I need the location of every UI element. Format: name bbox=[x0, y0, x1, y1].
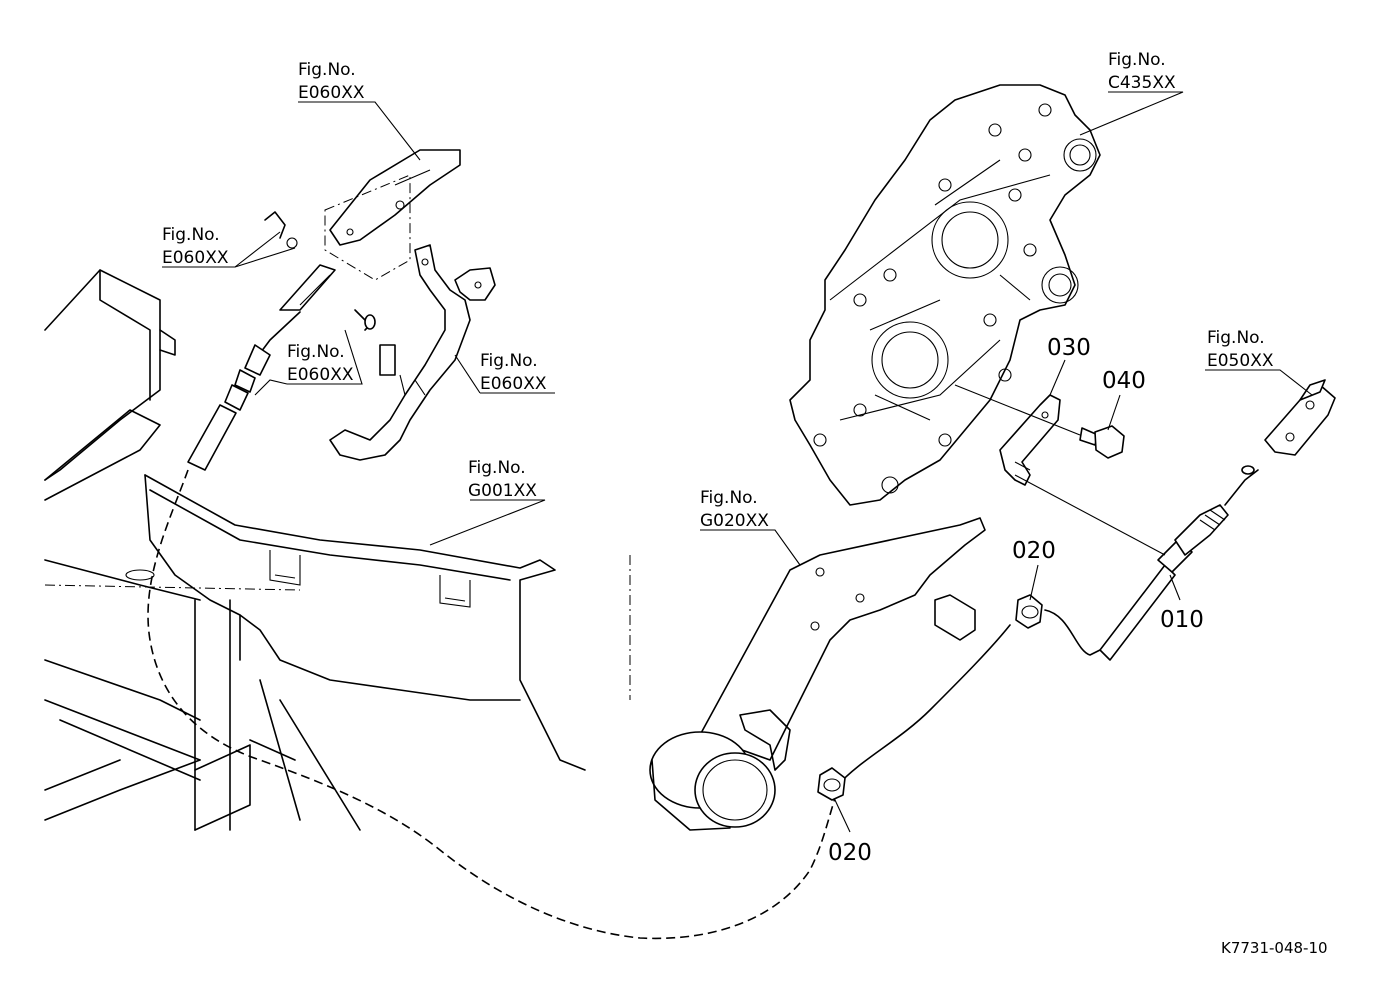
cable-bracket-030 bbox=[999, 394, 1061, 486]
fig-ref-e050: Fig.No. E050XX bbox=[1207, 328, 1274, 371]
fig-ref-e060-left: Fig.No. E060XX bbox=[162, 225, 229, 268]
support-arm bbox=[649, 517, 986, 831]
fig-ref-code: E050XX bbox=[1207, 351, 1274, 371]
guard-plate bbox=[125, 474, 586, 771]
fig-ref-code: E060XX bbox=[287, 365, 354, 385]
part-number-010: 010 bbox=[1160, 607, 1204, 633]
pedal-bracket bbox=[264, 149, 461, 331]
fig-ref-code: G001XX bbox=[468, 481, 537, 501]
cable-clamp-upper bbox=[1015, 594, 1043, 629]
chassis-frame bbox=[44, 269, 631, 831]
fig-ref-label: Fig.No. bbox=[162, 225, 220, 245]
fig-ref-e060-right: Fig.No. E060XX bbox=[480, 351, 547, 394]
fig-ref-code: E060XX bbox=[480, 374, 547, 394]
part-number-040: 040 bbox=[1102, 368, 1146, 394]
fig-ref-label: Fig.No. bbox=[700, 488, 758, 508]
linkage-bracket bbox=[329, 244, 496, 461]
bolt-040 bbox=[1079, 425, 1125, 459]
part-number-020-lower: 020 bbox=[828, 840, 872, 866]
fig-ref-g020: Fig.No. G020XX bbox=[700, 488, 769, 531]
fig-ref-label: Fig.No. bbox=[1108, 50, 1166, 70]
leader-lines bbox=[162, 91, 1313, 833]
fig-ref-c435: Fig.No. C435XX bbox=[1108, 50, 1176, 93]
part-number-020-upper: 020 bbox=[1012, 538, 1056, 564]
fig-ref-e060-center: Fig.No. E060XX bbox=[287, 342, 354, 385]
fig-ref-label: Fig.No. bbox=[287, 342, 345, 362]
drawing-code: K7731-048-10 bbox=[1221, 939, 1328, 957]
cable-end-010 bbox=[1099, 379, 1336, 661]
transmission-housing bbox=[789, 84, 1101, 506]
fig-ref-e060-top: Fig.No. E060XX bbox=[298, 60, 365, 103]
part-number-030: 030 bbox=[1047, 335, 1091, 361]
clutch-cable bbox=[147, 311, 1101, 940]
fig-ref-label: Fig.No. bbox=[480, 351, 538, 371]
fig-ref-label: Fig.No. bbox=[298, 60, 356, 80]
fig-ref-code: G020XX bbox=[700, 511, 769, 531]
fig-ref-g001: Fig.No. G001XX bbox=[468, 458, 537, 501]
cable-clamp-lower bbox=[817, 767, 846, 801]
fig-ref-code: E060XX bbox=[298, 83, 365, 103]
fig-ref-code: C435XX bbox=[1108, 73, 1176, 93]
fig-ref-label: Fig.No. bbox=[1207, 328, 1265, 348]
fig-ref-code: E060XX bbox=[162, 248, 229, 268]
fig-ref-label: Fig.No. bbox=[468, 458, 526, 478]
